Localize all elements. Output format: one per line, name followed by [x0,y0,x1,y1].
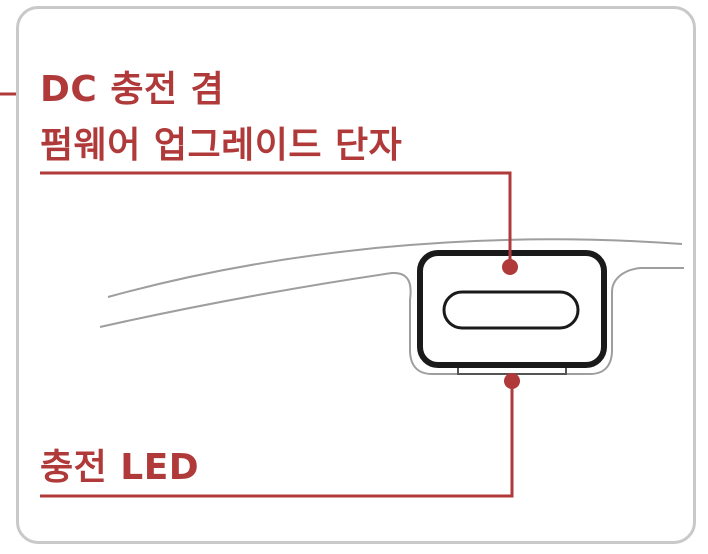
device-body-outer-edge [107,238,683,298]
device-body-inner-edge [99,267,684,375]
port-callout-line2: 펌웨어 업그레이드 단자 [40,125,403,166]
port-callout-line1: DC 충전 겸 [40,69,225,110]
port-leader-dot [502,259,518,275]
usb-c-port [442,290,580,330]
led-leader-line [40,382,514,498]
led-leader-dot [504,373,520,389]
led-callout-label: 충전 LED [40,447,200,488]
port-callout-label: DC 충전 겸 펌웨어 업그레이드 단자 [40,62,402,174]
port-leader-line [40,171,512,266]
